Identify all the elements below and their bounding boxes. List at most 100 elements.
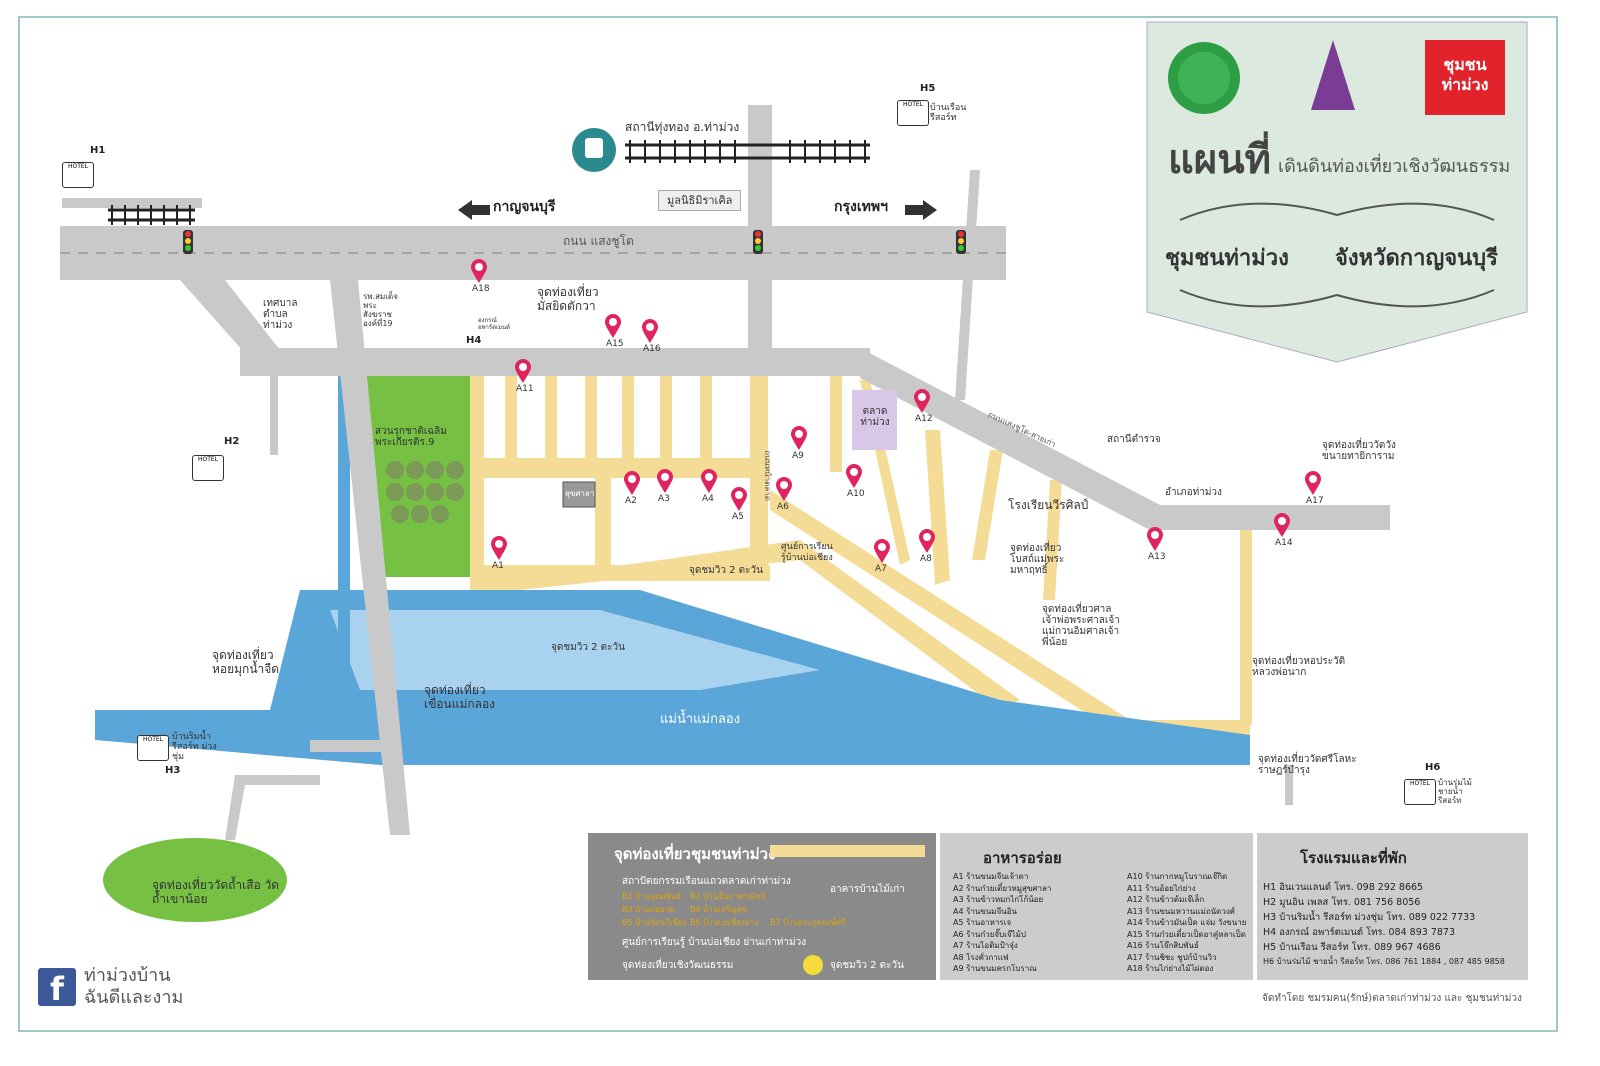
legend-wooden: อาคารบ้านไม้เก่า — [830, 884, 905, 895]
river-viewpoint-label: จุดชมวิว 2 ตะวัน — [551, 642, 625, 653]
food-item: A11 ร้านอ้อยไก่ย่าง — [1127, 883, 1196, 893]
mosque-label: จุดท่องเที่ยวมัสยิดตักวา — [537, 285, 599, 313]
food-pin-icon[interactable] — [1146, 526, 1164, 552]
hotel-item: H2 มูนอิน เพลส โทร. 081 756 8056 — [1263, 897, 1421, 908]
dam-label: จุดท่องเที่ยวเขื่อนแม่กลอง — [424, 683, 496, 711]
food-item: A2 ร้านก๋วยเตี๋ยวหมูสุขศาลา — [953, 883, 1052, 893]
food-pin-icon[interactable] — [918, 528, 936, 554]
food-pin-icon[interactable] — [514, 358, 532, 384]
food-pin-label: A9 — [792, 451, 804, 461]
food-pin-icon[interactable] — [730, 486, 748, 512]
hotel-icon: HOTEL — [62, 162, 94, 188]
title-main: แผนที่ — [1168, 137, 1271, 183]
food-item: A8 โรงคั่วกาแฟ — [953, 952, 1009, 962]
legend-b-item: B3 บ้านบ่อยวด — [622, 905, 675, 914]
food-pin-icon[interactable] — [641, 318, 659, 344]
food-pin-icon[interactable] — [873, 538, 891, 564]
wat-sri-label: จุดท่องเที่ยววัดศรีโลหะราษฎร์บำรุง — [1258, 754, 1357, 776]
logo-community-text: ชุมชนท่าม่วง — [1441, 55, 1489, 94]
food-item: A17 ร้านชิชะ ชูปก์บ้านวิว — [1127, 952, 1217, 962]
hotel-h5-name: บ้านเรือน รีสอร์ท — [930, 103, 967, 123]
viewpoint-icon — [803, 955, 823, 975]
food-item: A5 ร้านอาหารเจ — [953, 918, 1012, 927]
province-name: จังหวัดกาญจนบุรี — [1335, 246, 1498, 271]
sala-building — [562, 481, 596, 508]
food-pin-icon[interactable] — [845, 463, 863, 489]
food-item: A6 ร้านก๋วยจั๊บเจ๊ไม้ป — [953, 929, 1026, 939]
river-island — [330, 610, 820, 690]
cave-label: จุดท่องเที่ยววัดถ้ำเสือ วัดถ้ำเขาน้อย — [152, 878, 280, 906]
to-kanchanaburi-label: กาญจนบุรี — [493, 199, 556, 215]
food-pin-icon[interactable] — [790, 425, 808, 451]
lanes — [470, 370, 1252, 735]
legend-hotels — [1257, 833, 1528, 980]
food-pin-label: A2 — [625, 496, 637, 506]
learning-center-label: ศูนย์การเรียนรู้บ้านบ่อเชียง — [781, 542, 833, 563]
hotel-id-h5: H5 — [920, 83, 936, 94]
sala-label: สุขศาลา — [565, 489, 595, 498]
traffic-light-icon — [956, 230, 966, 254]
food-pin-icon[interactable] — [604, 313, 622, 339]
food-pin-label: A1 — [492, 561, 504, 571]
food-pin-icon[interactable] — [700, 468, 718, 494]
food-item: A3 ร้านข้าวหมกไก่โก้น้อย — [953, 895, 1044, 904]
food-pin-icon[interactable] — [490, 535, 508, 561]
logo-community — [1425, 40, 1505, 115]
food-pin-label: A6 — [777, 502, 789, 512]
food-pin-label: A14 — [1275, 538, 1293, 548]
food-pin-label: A7 — [875, 564, 887, 574]
food-pin-label: A15 — [606, 339, 624, 349]
ornament-top — [1179, 202, 1495, 221]
food-item: A9 ร้านขนมครกโบราณ — [953, 964, 1037, 973]
road-market-label: ถนนหน้าตลาด — [762, 450, 772, 501]
ornament-bottom — [1179, 289, 1495, 308]
hotel-item: H6 บ้านร่มไม้ ชายน้ำ รีสอร์ท โทร. 086 76… — [1263, 957, 1505, 966]
legend-b-item: B4 บ้านเจริญสุข — [690, 905, 748, 914]
municipality-label: เทศบาลตำบลท่าม่วง — [263, 298, 298, 331]
credit-text: จัดทำโดย ชมรมคน(รักษ์)ตลาดเก่าท่าม่วง แล… — [1262, 993, 1522, 1004]
food-pin-icon[interactable] — [470, 258, 488, 284]
district-office-label: อำเภอท่าม่วง — [1165, 487, 1222, 498]
park-label: สวนรุกชาติเฉลิมพระเกียรติร.9 — [375, 426, 447, 448]
hotel-id-h6: H6 — [1425, 762, 1441, 773]
foundation-label: มูลนิธิมิราเคิล — [658, 190, 742, 211]
food-pin-label: A8 — [920, 554, 932, 564]
food-pin-icon[interactable] — [775, 476, 793, 502]
arrow-left-icon — [458, 200, 490, 220]
legend-b-item: B1 บ้านอุดมพันธ์ — [622, 892, 682, 901]
roads — [60, 105, 1390, 840]
food-pin-icon[interactable] — [1273, 512, 1291, 538]
food-pin-icon[interactable] — [656, 468, 674, 494]
church-label: จุดท่องเที่ยวโบสถ์แม่พระมหาฤทธิ์ — [1010, 543, 1065, 576]
food-pin-icon[interactable] — [913, 388, 931, 414]
traffic-light-icon — [183, 230, 193, 254]
legend-viewpoint: จุดชมวิว 2 ตะวัน — [830, 960, 904, 971]
hotel-h6-name: บ้านร่มไม้ ชายน้ำ รีสอร์ท — [1438, 778, 1472, 805]
school-label: โรงเรียนวีรศิลป์ — [1008, 498, 1089, 512]
river-label: แม่น้ำแม่กลอง — [660, 712, 741, 727]
hotel-h3-name: บ้านริมน้ำ รีสอร์ท ม่วงชุ่ม — [172, 732, 217, 762]
market-label: ตลาดท่าม่วง — [860, 406, 890, 428]
food-item: A14 ร้านข้าวมันเป็ด แจ่ม วังขนาย — [1127, 918, 1247, 927]
hotel-id-h2: H2 — [224, 436, 240, 447]
pearl-label: จุดท่องเที่ยวหอยมุกน้ำจืด — [212, 648, 280, 676]
food-pin-icon[interactable] — [623, 470, 641, 496]
food-pin-label: A17 — [1306, 496, 1324, 506]
facebook-line2: ฉันดีและงาม — [84, 987, 184, 1008]
title-sub: เดินดินท่องเที่ยวเชิงวัฒนธรรม — [1278, 156, 1511, 177]
food-item: A10 ร้านกากหมูโบราณเจ๊กิด — [1127, 872, 1228, 881]
food-pin-label: A13 — [1148, 552, 1166, 562]
hotel-icon: HOTEL — [137, 735, 169, 761]
logo-emblem — [1311, 40, 1355, 110]
legend-lane-swatch — [770, 845, 925, 857]
luang-pho-label: จุดท่องเที่ยวหอประวัติหลวงพ่อนาก — [1252, 656, 1346, 678]
food-pin-icon[interactable] — [1304, 470, 1322, 496]
hospital-label: รพ.สมเด็จพระสังฆราชองค์ที่19 — [363, 292, 398, 328]
hotel-item: H3 บ้านริมน้ำ รีสอร์ท ม่วงชุ่ม โทร. 089 … — [1263, 912, 1476, 923]
hotel-item: H4 องกรณ์ อพาร์ตเมนต์ โทร. 084 893 7873 — [1263, 927, 1455, 938]
food-pin-label: A16 — [643, 344, 661, 354]
hotel-h4-name: องกรณ์ อพาร์ตเมนต์ — [478, 317, 511, 331]
market-square — [852, 390, 897, 450]
viewpoint-label: จุดชมวิว 2 ตะวัน — [689, 565, 763, 576]
